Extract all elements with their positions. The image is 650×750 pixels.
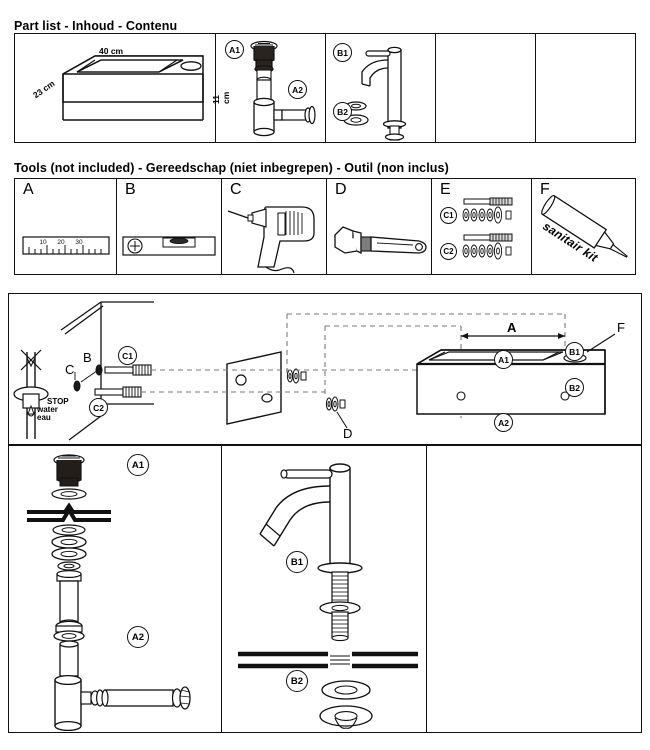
marker-a1: A1 xyxy=(127,454,149,476)
tool-cell-level: B xyxy=(117,179,221,274)
stop-label-line-1: STOP xyxy=(47,397,69,406)
tool-label-d: D xyxy=(335,181,347,198)
grid-divider xyxy=(426,446,428,732)
part-list-heading: Part list - Inhoud - Contenu xyxy=(14,19,178,33)
tool-cell-sealant: F sanitair kit xyxy=(532,179,635,274)
svg-text:20: 20 xyxy=(57,239,65,246)
tool-label-f: F xyxy=(540,181,550,198)
marker-a1: A1 xyxy=(225,40,244,59)
marker-b2: B2 xyxy=(286,670,308,692)
grid-divider xyxy=(535,34,537,142)
part-cell-faucet: B1 B2 xyxy=(326,34,435,142)
grid-divider xyxy=(531,179,533,274)
grid-divider xyxy=(325,34,327,142)
marker-a2: A2 xyxy=(127,626,149,648)
tool-label-b: B xyxy=(125,181,136,198)
marker-b2: B2 xyxy=(333,102,352,121)
marker-a1: A1 xyxy=(494,350,513,369)
stop-label-line-2: water xyxy=(37,405,58,414)
grid-divider xyxy=(116,179,118,274)
dimension-width: 40 cm xyxy=(99,46,124,56)
tool-cell-ruler: A 10 20 30 xyxy=(15,179,116,274)
tools-grid: A 10 20 30 B xyxy=(14,178,636,275)
marker-b1: B1 xyxy=(333,43,352,62)
marker-c2: C2 xyxy=(89,398,108,417)
marker-b1: B1 xyxy=(286,551,308,573)
label-b: B xyxy=(83,350,92,365)
detail-panel-empty xyxy=(427,446,640,732)
grid-divider xyxy=(431,179,433,274)
stop-valve-label-water: water xyxy=(37,405,58,414)
detail-panel-faucet: B1 B2 xyxy=(222,446,426,732)
stop-valve-label: STOP xyxy=(47,397,69,406)
tool-cell-anchors: E C1 C2 xyxy=(432,179,531,274)
marker-a2: A2 xyxy=(288,80,307,99)
tool-cell-wrench: D xyxy=(327,179,431,274)
part-cell-empty-2 xyxy=(536,34,635,142)
label-d: D xyxy=(343,426,353,441)
grid-divider xyxy=(215,34,217,142)
svg-text:10: 10 xyxy=(39,239,47,246)
tool-label-a: A xyxy=(23,181,34,198)
tool-cell-drill: C xyxy=(222,179,326,274)
label-c: C xyxy=(65,362,75,377)
detail-panels: A1 A2 xyxy=(8,445,642,733)
detail-panel-drain: A1 A2 xyxy=(9,446,221,732)
marker-c1: C1 xyxy=(118,346,137,365)
marker-c1: C1 xyxy=(440,207,457,224)
part-list-grid: 40 cm 23 cm 11 cm xyxy=(14,33,636,143)
marker-b1: B1 xyxy=(565,342,584,361)
svg-text:30: 30 xyxy=(75,239,83,246)
marker-b2: B2 xyxy=(565,378,584,397)
label-f: F xyxy=(617,320,625,335)
tool-label-c: C xyxy=(230,181,242,198)
part-cell-empty-1 xyxy=(436,34,535,142)
stop-valve-label-eau: eau xyxy=(37,413,51,422)
grid-divider xyxy=(221,446,223,732)
part-cell-basin: 40 cm 23 cm 11 cm xyxy=(15,34,231,142)
grid-divider xyxy=(326,179,328,274)
installation-panel: STOP water eau B C C1 C2 D F A A1 A2 B1 … xyxy=(8,293,642,445)
marker-c2: C2 xyxy=(440,243,457,260)
stop-label-line-3: eau xyxy=(37,413,51,422)
grid-divider xyxy=(435,34,437,142)
tool-label-e: E xyxy=(440,181,451,198)
part-cell-drain-siphon: A1 A2 xyxy=(216,34,325,142)
dimension-a-label: A xyxy=(507,320,517,335)
marker-a2: A2 xyxy=(494,413,513,432)
grid-divider xyxy=(221,179,223,274)
tools-heading: Tools (not included) - Gereedschap (niet… xyxy=(14,161,449,175)
